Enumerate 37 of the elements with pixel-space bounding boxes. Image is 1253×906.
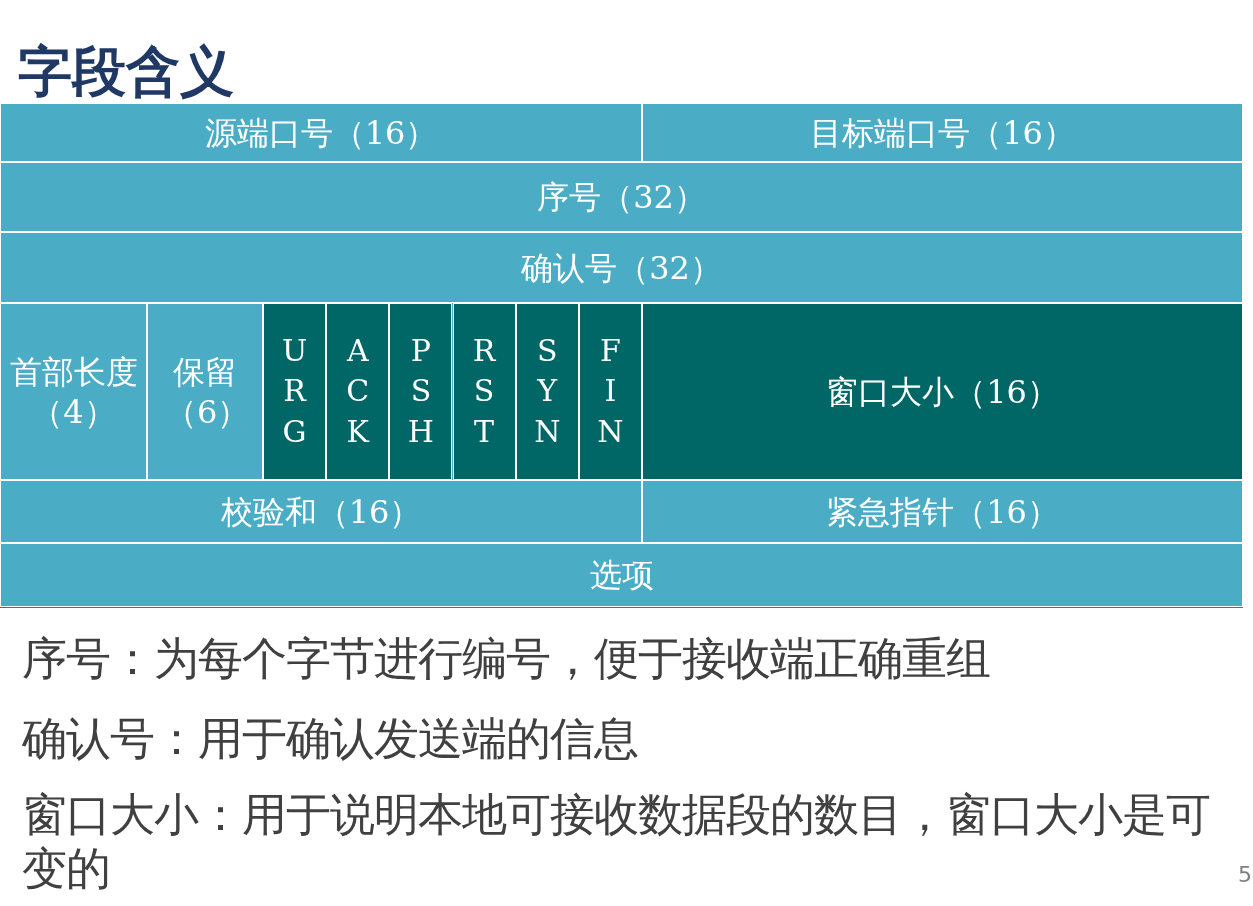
field-label: 序号（32） — [537, 177, 706, 217]
field-label: 源端口号（16） — [204, 112, 438, 153]
field-label: 校验和（16） — [220, 491, 422, 532]
field-cell — [0, 543, 1243, 607]
field-cell — [0, 303, 147, 480]
flag-label: RST — [471, 331, 497, 451]
field-cell — [642, 303, 1243, 480]
title: 字段含义 — [18, 40, 234, 105]
field-label: 紧急指针（16） — [826, 491, 1059, 532]
flag-label: SYN — [533, 331, 561, 451]
field-label: 首部长度（4） — [8, 351, 139, 432]
flag-cell — [452, 303, 516, 480]
flag-cell — [515, 303, 579, 480]
field-cell — [0, 232, 1243, 303]
flag-label: FIN — [596, 331, 624, 451]
field-label: 确认号（32） — [521, 247, 722, 288]
flag-label: URG — [281, 331, 309, 451]
field-label: 选项 — [589, 555, 654, 595]
field-cell — [0, 103, 642, 162]
field-cell — [642, 103, 1243, 162]
flag-cell — [326, 303, 390, 480]
flag-cell — [389, 303, 453, 480]
flag-cell — [578, 303, 642, 480]
flag-label: ACK — [345, 331, 371, 451]
note-text: 序号：为每个字节进行编号，便于接收端正确重组 — [22, 632, 991, 686]
field-cell — [642, 480, 1243, 543]
page-number: 5 — [1238, 862, 1252, 887]
flag-label: PSH — [407, 331, 435, 451]
field-label: 目标端口号（16） — [810, 112, 1075, 153]
field-cell — [147, 303, 263, 480]
field-label: 窗口大小（16） — [826, 371, 1059, 412]
note-text: 窗口大小：用于说明本地可接收数据段的数目，窗口大小是可变的 — [22, 788, 1211, 896]
field-cell — [0, 480, 642, 543]
note-text: 确认号：用于确认发送端的信息 — [22, 712, 639, 766]
field-label: 保留（6） — [165, 351, 245, 432]
field-cell — [0, 162, 1243, 232]
flag-cell — [263, 303, 327, 480]
